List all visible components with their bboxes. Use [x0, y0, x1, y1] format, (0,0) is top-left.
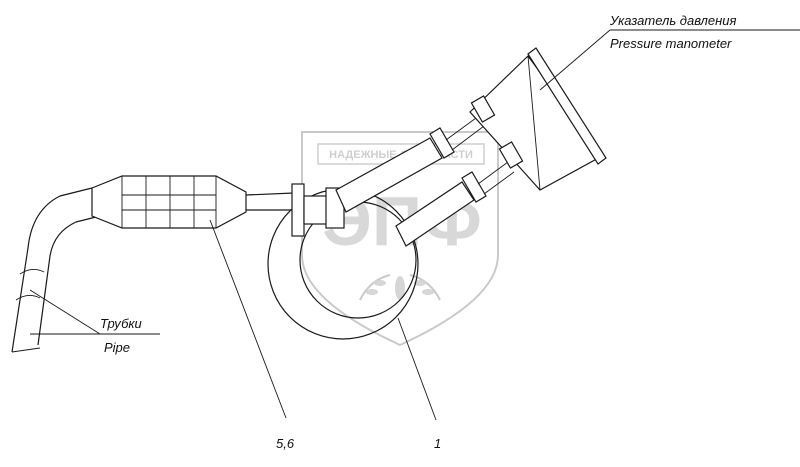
gauge-label-en: Pressure manometer	[610, 36, 732, 51]
connector-tube	[245, 192, 295, 211]
gauge-leader-line	[539, 29, 611, 91]
pipe-leader-line	[29, 289, 101, 335]
callout-1: 1	[397, 317, 441, 451]
callout-1-leader	[397, 317, 437, 421]
callout-5-6-text: 5,6	[276, 436, 295, 451]
pipe-label-en: Pipe	[104, 340, 130, 355]
bent-pipe	[11, 187, 101, 353]
watermark-shield-outline	[301, 131, 499, 347]
pressure-gauge	[469, 47, 607, 191]
gauge-fitting-lower	[498, 141, 524, 169]
pipe-label-ru: Трубки	[100, 316, 142, 331]
callout-5-6-leader	[209, 219, 287, 419]
watermark-wheat-icon	[359, 274, 441, 301]
callout-1-text: 1	[434, 436, 441, 451]
upper-hose	[335, 117, 485, 213]
label-pressure-manometer: Указатель давления Pressure manometer	[539, 13, 800, 91]
callout-5-6: 5,6	[209, 219, 295, 451]
label-pipe: Трубки Pipe	[29, 289, 160, 355]
gauge-fitting-upper	[470, 95, 496, 123]
flange	[291, 183, 345, 237]
filter-cartridge	[91, 175, 247, 229]
gauge-label-ru: Указатель давления	[609, 13, 736, 28]
lower-hose	[395, 161, 515, 247]
